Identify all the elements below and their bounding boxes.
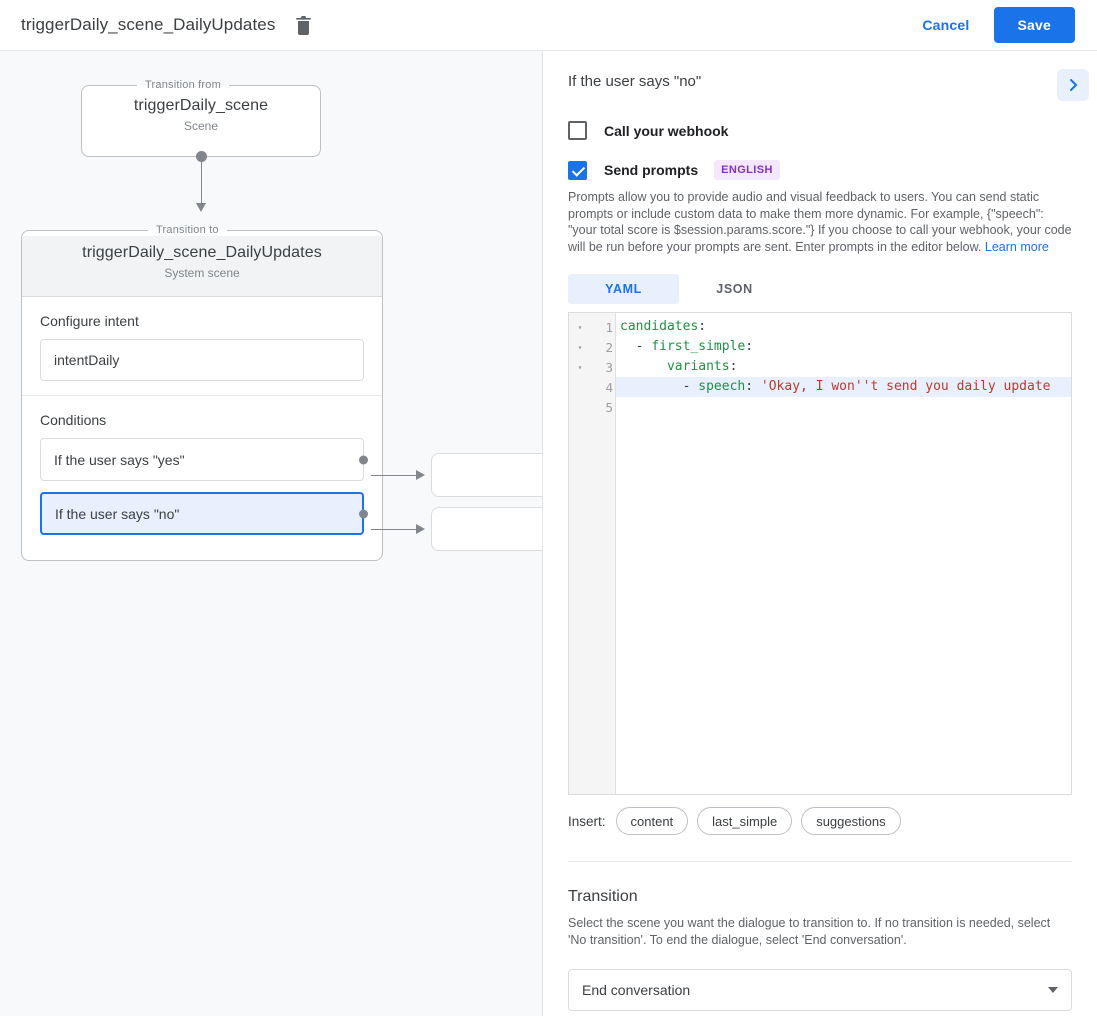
panel-body: Call your webhook Send prompts ENGLISH P…: [543, 121, 1097, 862]
transition-to-subtitle: System scene: [164, 266, 240, 280]
condition-no-connector-arrow: [416, 524, 425, 534]
code-token: :: [729, 359, 738, 374]
collapse-panel-button[interactable]: [1057, 69, 1089, 101]
condition-no-target-node[interactable]: [431, 507, 542, 551]
configure-intent-label: Configure intent: [40, 313, 139, 329]
send-prompts-description-text: Prompts allow you to provide audio and v…: [568, 190, 1072, 254]
code-token: speech: [698, 379, 746, 394]
code-token: :: [745, 379, 761, 394]
fold-triangle-icon[interactable]: ▾: [577, 362, 583, 372]
connector-line: [201, 156, 202, 208]
conditions-label: Conditions: [40, 412, 107, 428]
send-prompts-description: Prompts allow you to provide audio and v…: [568, 189, 1072, 255]
condition-yes-connector-line: [371, 475, 416, 476]
code-token: [620, 359, 667, 374]
chevron-down-icon: [1048, 987, 1058, 993]
transition-select-value: End conversation: [582, 982, 691, 998]
transition-to-legend: Transition to: [156, 224, 219, 236]
editor-code-line[interactable]: variants:: [616, 357, 1071, 377]
condition-output-dot: [359, 509, 368, 518]
trash-icon: [295, 15, 311, 35]
language-badge: ENGLISH: [714, 160, 780, 180]
send-prompts-label: Send prompts: [604, 162, 699, 178]
editor-gutter-row: 5: [569, 397, 615, 417]
condition-row-yes[interactable]: If the user says "yes": [40, 438, 368, 481]
transition-select[interactable]: End conversation: [568, 969, 1072, 1011]
editor-gutter-row: ▾1: [569, 317, 615, 337]
editor-gutter-row: ▾2: [569, 337, 615, 357]
delete-button[interactable]: [290, 12, 316, 38]
details-panel: If the user says "no" Call your webhook …: [542, 51, 1097, 1016]
editor-line-number: 1: [605, 319, 613, 335]
transition-from-node[interactable]: Transition from triggerDaily_scene Scene: [81, 79, 321, 157]
insert-chip-last-simple[interactable]: last_simple: [697, 807, 793, 835]
save-button[interactable]: Save: [993, 7, 1075, 43]
fold-triangle-icon[interactable]: ▾: [577, 342, 583, 352]
tab-json[interactable]: JSON: [716, 282, 753, 296]
transition-from-subtitle: Scene: [183, 119, 219, 133]
transition-to-header: triggerDaily_scene_DailyUpdates System s…: [22, 236, 382, 297]
transition-section: Transition Select the scene you want the…: [543, 862, 1097, 1011]
insert-label: Insert:: [568, 813, 606, 829]
code-token: variants: [666, 359, 730, 374]
chevron-right-icon: [1070, 79, 1077, 91]
editor-line-number: 2: [605, 339, 613, 355]
panel-header: If the user says "no": [543, 51, 1097, 101]
webhook-checkbox[interactable]: [568, 121, 587, 140]
editor-format-tabs[interactable]: YAML JSON: [568, 274, 1072, 304]
editor-code-line[interactable]: - first_simple:: [616, 337, 1071, 357]
code-token: candidates: [620, 319, 699, 334]
insert-chip-suggestions[interactable]: suggestions: [801, 807, 901, 835]
code-token: :: [698, 319, 707, 334]
transition-from-legend: Transition from: [145, 79, 221, 91]
editor-line-number: 5: [605, 399, 613, 415]
editor-code-line[interactable]: - speech: 'Okay, I won''t send you daily…: [616, 377, 1071, 397]
editor-code-area[interactable]: candidates: - first_simple: variants: - …: [616, 313, 1071, 794]
flow-canvas[interactable]: Transition from triggerDaily_scene Scene…: [0, 51, 542, 1016]
editor-gutter-row: 4: [569, 377, 615, 397]
intent-input[interactable]: intentDaily: [40, 339, 364, 381]
tab-yaml[interactable]: YAML: [568, 274, 679, 304]
connector-arrow: [196, 203, 206, 212]
send-prompts-checkbox[interactable]: [568, 160, 587, 180]
code-token: first_simple: [651, 339, 746, 354]
editor-line-number: 3: [605, 359, 613, 375]
transition-to-node[interactable]: Transition to triggerDaily_scene_DailyUp…: [21, 224, 383, 561]
code-token: 'Okay, I won''t send you daily update: [760, 379, 1051, 394]
fold-triangle-icon[interactable]: ▾: [577, 322, 583, 332]
transition-description: Select the scene you want the dialogue t…: [568, 916, 1051, 947]
cancel-button[interactable]: Cancel: [908, 8, 983, 42]
send-prompts-checkbox-row[interactable]: Send prompts ENGLISH: [568, 160, 1072, 180]
insert-chips-row: Insert: content last_simple suggestions: [568, 807, 1072, 835]
code-token: -: [620, 379, 699, 394]
webhook-checkbox-row[interactable]: Call your webhook: [568, 121, 1072, 140]
editor-line-number: 4: [605, 379, 613, 395]
code-token: :: [745, 339, 754, 354]
learn-more-link[interactable]: Learn more: [984, 239, 1049, 254]
top-app-bar: triggerDaily_scene_DailyUpdates Cancel S…: [0, 0, 1097, 51]
editor-code-line[interactable]: candidates:: [616, 317, 1071, 337]
condition-yes-connector-arrow: [416, 470, 425, 480]
condition-label: If the user says "yes": [54, 451, 185, 468]
condition-yes-target-node[interactable]: [431, 453, 542, 497]
webhook-label: Call your webhook: [604, 122, 729, 139]
configure-intent-section: Configure intent intentDaily: [22, 297, 382, 395]
condition-label: If the user says "no": [55, 505, 180, 522]
transition-title: Transition: [568, 888, 638, 905]
insert-chip-content[interactable]: content: [615, 807, 689, 835]
editor-code-line[interactable]: [616, 397, 1071, 417]
condition-no-connector-line: [371, 529, 416, 530]
code-token: -: [620, 339, 652, 354]
conditions-section: Conditions If the user says "yes" If the…: [22, 395, 382, 560]
panel-section-divider: [568, 861, 1072, 862]
page-title: triggerDaily_scene_DailyUpdates: [21, 15, 276, 34]
transition-to-title: triggerDaily_scene_DailyUpdates: [82, 244, 322, 261]
condition-row-no[interactable]: If the user says "no": [40, 492, 368, 535]
condition-output-dot: [359, 455, 368, 464]
panel-title: If the user says "no": [568, 73, 702, 90]
transition-from-title: triggerDaily_scene: [133, 97, 269, 114]
editor-gutter-row: ▾3: [569, 357, 615, 377]
